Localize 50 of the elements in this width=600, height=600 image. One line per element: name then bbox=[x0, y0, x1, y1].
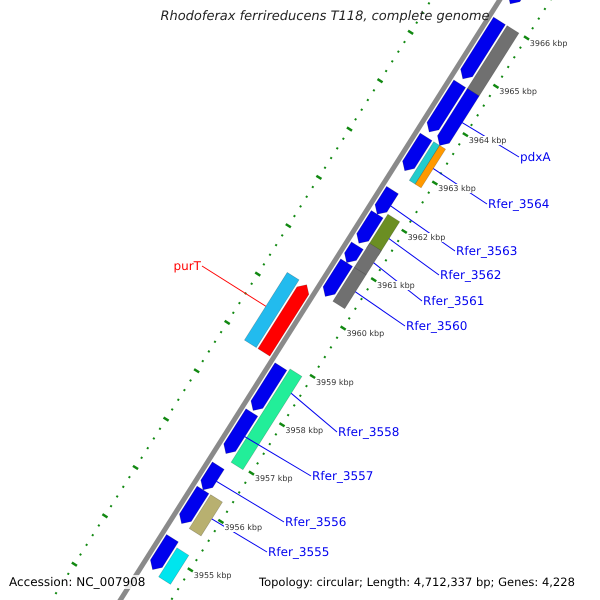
gene-block bbox=[332, 267, 367, 310]
gene-block bbox=[179, 486, 210, 524]
leader-line bbox=[354, 291, 406, 326]
gene-block bbox=[466, 25, 520, 96]
scale-label: 3956 kbp bbox=[224, 522, 262, 532]
leader-line bbox=[290, 392, 338, 432]
gene-block bbox=[344, 242, 364, 263]
gene-block bbox=[150, 534, 179, 570]
gene-label: pdxA bbox=[520, 150, 551, 164]
gene-label: Rfer_3562 bbox=[440, 268, 502, 282]
scale-label: 3963 kbp bbox=[438, 184, 476, 194]
gene-label: Rfer_3564 bbox=[488, 197, 550, 211]
gene-block bbox=[402, 132, 432, 172]
gene-label: Rfer_3555 bbox=[268, 545, 330, 559]
gene-block bbox=[354, 242, 382, 276]
gene-block bbox=[223, 408, 258, 454]
gene-block bbox=[158, 547, 190, 585]
scale-label: 3961 kbp bbox=[377, 280, 415, 290]
scale-label: 3966 kbp bbox=[530, 39, 568, 48]
gene-block bbox=[408, 141, 440, 185]
leader-line bbox=[202, 266, 266, 307]
scale-label: 3957 kbp bbox=[254, 474, 293, 484]
gene-label: purT bbox=[174, 259, 201, 273]
gene-label: Rfer_3563 bbox=[456, 244, 518, 258]
gene-block bbox=[258, 284, 310, 357]
gene-label: Rfer_3560 bbox=[406, 319, 468, 333]
gene-block bbox=[322, 258, 353, 297]
topology-text: Topology: circular; Length: 4,712,337 bp; Genes: 4,228 bbox=[259, 575, 575, 589]
gene-block bbox=[356, 210, 384, 244]
scale-label: 3955 kbp bbox=[194, 570, 232, 580]
scale-label: 3964 kbp bbox=[468, 136, 506, 145]
gene-block bbox=[244, 272, 300, 348]
title: Rhodoferax ferrireducens T118, complete genome bbox=[159, 9, 491, 24]
gene-block bbox=[188, 494, 223, 536]
gene-label: Rfer_3556 bbox=[285, 515, 346, 529]
leader-line bbox=[388, 238, 440, 276]
gene-block bbox=[250, 362, 288, 411]
gene-label: Rfer_3557 bbox=[312, 469, 374, 483]
scale-label: 3958 kbp bbox=[285, 426, 324, 435]
gene-label: Rfer_3558 bbox=[338, 425, 400, 439]
scale-label: 3962 kbp bbox=[408, 232, 446, 242]
scale-label: 3965 kbp bbox=[499, 87, 537, 96]
leader-line bbox=[244, 436, 312, 476]
scale-label: 3959 kbp bbox=[316, 378, 354, 386]
gene-label: Rfer_3561 bbox=[423, 294, 484, 308]
gene-block bbox=[374, 186, 399, 215]
leader-line bbox=[216, 480, 284, 522]
scale-label: 3960 kbp bbox=[346, 329, 384, 338]
gene-block bbox=[426, 80, 466, 132]
gene-block bbox=[200, 462, 225, 490]
